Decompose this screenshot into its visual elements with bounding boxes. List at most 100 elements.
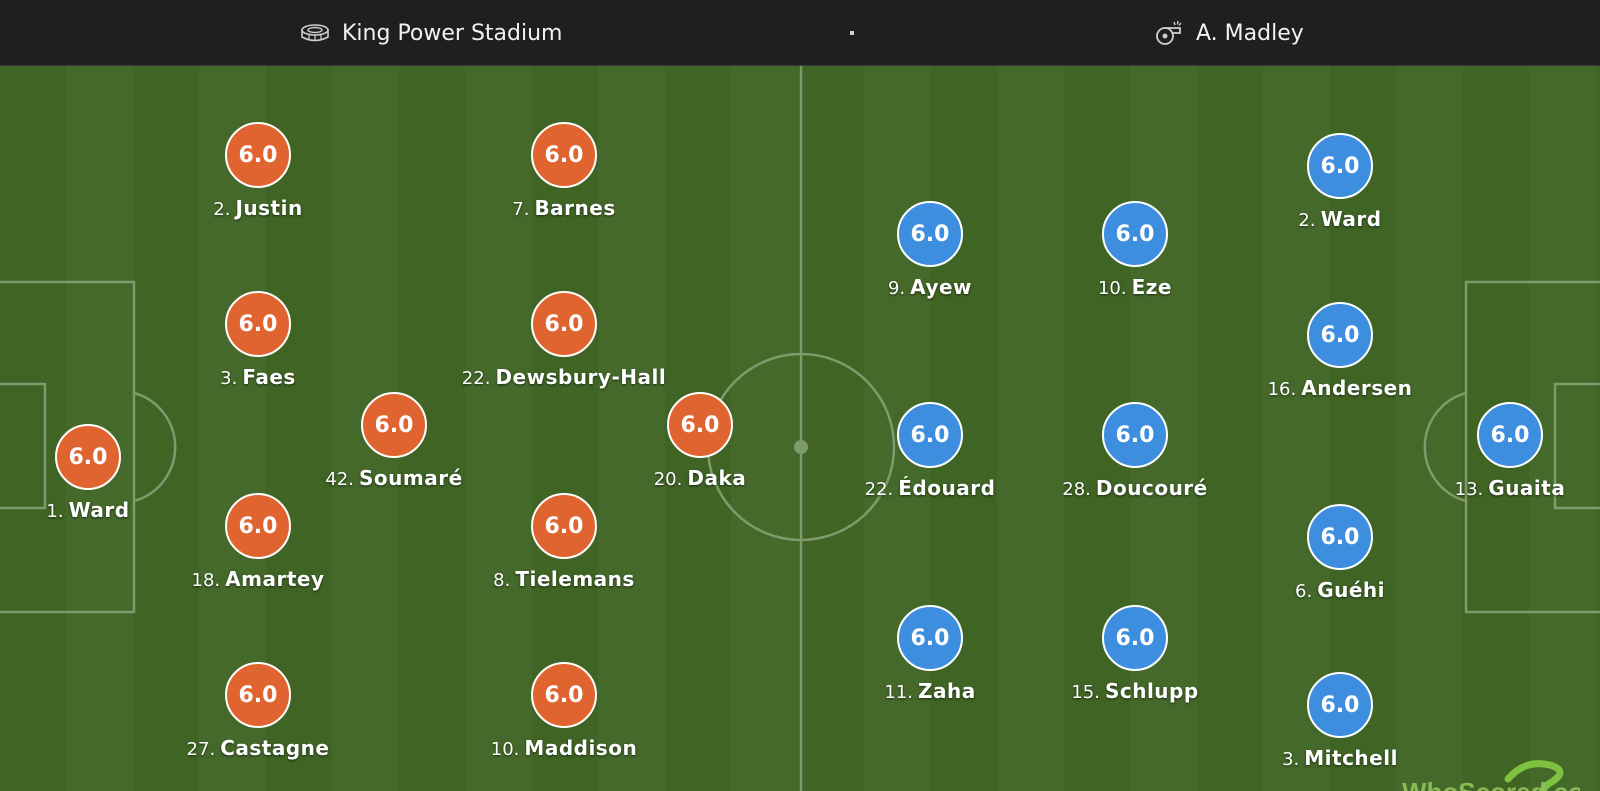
player-name[interactable]: Mitchell (1304, 746, 1398, 770)
shirt-number: 10. (1097, 278, 1127, 299)
shirt-number: 1. (46, 501, 64, 522)
rating-badge[interactable]: 6.0 (1102, 201, 1168, 267)
venue-name: King Power Stadium (342, 20, 563, 46)
shirt-number: 2. (213, 199, 231, 220)
player-label: 28.Doucouré (1025, 476, 1245, 500)
away-player-guaita[interactable]: 6.0 13.Guaita (1400, 402, 1600, 500)
shirt-number: 16. (1267, 379, 1297, 400)
away-player-eze[interactable]: 6.0 10.Eze (1025, 201, 1245, 299)
rating-badge[interactable]: 6.0 (361, 392, 427, 458)
player-name[interactable]: Daka (687, 466, 747, 490)
home-player-castagne[interactable]: 6.0 27.Castagne (148, 662, 368, 760)
rating-badge[interactable]: 6.0 (1102, 402, 1168, 468)
home-player-daka[interactable]: 6.0 20.Daka (590, 392, 810, 490)
player-label: 27.Castagne (148, 736, 368, 760)
rating-badge[interactable]: 6.0 (531, 493, 597, 559)
rating-badge[interactable]: 6.0 (897, 402, 963, 468)
rating-badge[interactable]: 6.0 (531, 122, 597, 188)
player-label: 10.Eze (1025, 275, 1245, 299)
away-player-ward[interactable]: 6.0 2.Ward (1230, 133, 1450, 231)
rating-badge[interactable]: 6.0 (55, 424, 121, 490)
player-name[interactable]: Eze (1131, 275, 1172, 299)
home-player-ward[interactable]: 6.0 1.Ward (0, 424, 198, 522)
player-name[interactable]: Zaha (917, 679, 976, 703)
player-label: 2.Ward (1230, 207, 1450, 231)
player-label: 16.Andersen (1230, 376, 1450, 400)
rating-badge[interactable]: 6.0 (1307, 672, 1373, 738)
player-name[interactable]: Édouard (898, 476, 996, 500)
rating-badge[interactable]: 6.0 (531, 291, 597, 357)
stadium-icon (301, 24, 329, 42)
player-name[interactable]: Guéhi (1317, 578, 1385, 602)
rating-badge[interactable]: 6.0 (897, 605, 963, 671)
away-player-doucoure[interactable]: 6.0 28.Doucouré (1025, 402, 1245, 500)
player-label: 9.Ayew (820, 275, 1040, 299)
rating-badge[interactable]: 6.0 (667, 392, 733, 458)
rating-badge[interactable]: 6.0 (225, 122, 291, 188)
player-name[interactable]: Guaita (1488, 476, 1566, 500)
player-label: 22.Édouard (820, 476, 1040, 500)
shirt-number: 15. (1071, 682, 1100, 703)
away-player-ayew[interactable]: 6.0 9.Ayew (820, 201, 1040, 299)
player-name[interactable]: Schlupp (1104, 679, 1199, 703)
away-player-edouard[interactable]: 6.0 22.Édouard (820, 402, 1040, 500)
rating-badge[interactable]: 6.0 (1102, 605, 1168, 671)
rating-badge[interactable]: 6.0 (531, 662, 597, 728)
player-name[interactable]: Faes (242, 365, 296, 389)
referee-name: A. Madley (1196, 20, 1304, 46)
player-name[interactable]: Tielemans (515, 567, 635, 591)
rating-badge[interactable]: 6.0 (225, 493, 291, 559)
rating-badge[interactable]: 6.0 (1477, 402, 1543, 468)
shirt-number: 6. (1295, 581, 1313, 602)
rating-badge[interactable]: 6.0 (225, 291, 291, 357)
player-name[interactable]: Dewsbury-Hall (495, 365, 667, 389)
player-label: 3.Faes (148, 365, 368, 389)
player-label: 15.Schlupp (1025, 679, 1245, 703)
rating-badge[interactable]: 6.0 (897, 201, 963, 267)
away-player-guehi[interactable]: 6.0 6.Guéhi (1230, 504, 1450, 602)
player-name[interactable]: Castagne (220, 736, 330, 760)
rating-badge[interactable]: 6.0 (1307, 133, 1373, 199)
player-name[interactable]: Soumaré (358, 466, 463, 490)
rating-badge[interactable]: 6.0 (225, 662, 291, 728)
player-label: 20.Daka (590, 466, 810, 490)
rating-badge[interactable]: 6.0 (1307, 302, 1373, 368)
home-player-justin[interactable]: 6.0 2.Justin (148, 122, 368, 220)
shirt-number: 13. (1454, 479, 1484, 500)
shirt-number: 18. (191, 570, 221, 591)
player-name[interactable]: Andersen (1301, 376, 1413, 400)
player-name[interactable]: Maddison (524, 736, 638, 760)
player-label: 7.Barnes (454, 196, 674, 220)
player-label: 1.Ward (0, 498, 198, 522)
home-player-faes[interactable]: 6.0 3.Faes (148, 291, 368, 389)
player-label: 10.Maddison (454, 736, 674, 760)
player-label: 18.Amartey (148, 567, 368, 591)
player-name[interactable]: Amartey (225, 567, 325, 591)
player-name[interactable]: Doucouré (1095, 476, 1208, 500)
player-label: 13.Guaita (1400, 476, 1600, 500)
shirt-number: 10. (490, 739, 520, 760)
shirt-number: 7. (512, 199, 530, 220)
player-name[interactable]: Ayew (910, 275, 973, 299)
player-label: 6.Guéhi (1230, 578, 1450, 602)
separator-dot (850, 31, 854, 35)
home-player-maddison[interactable]: 6.0 10.Maddison (454, 662, 674, 760)
player-name[interactable]: Ward (1320, 207, 1382, 231)
rating-badge[interactable]: 6.0 (1307, 504, 1373, 570)
referee-info: A. Madley (1154, 0, 1304, 66)
away-player-zaha[interactable]: 6.0 11.Zaha (820, 605, 1040, 703)
player-name[interactable]: Justin (235, 196, 303, 220)
player-label: 11.Zaha (820, 679, 1040, 703)
player-name[interactable]: Barnes (534, 196, 616, 220)
shirt-number: 3. (220, 368, 238, 389)
player-name[interactable]: Ward (68, 498, 130, 522)
away-player-andersen[interactable]: 6.0 16.Andersen (1230, 302, 1450, 400)
